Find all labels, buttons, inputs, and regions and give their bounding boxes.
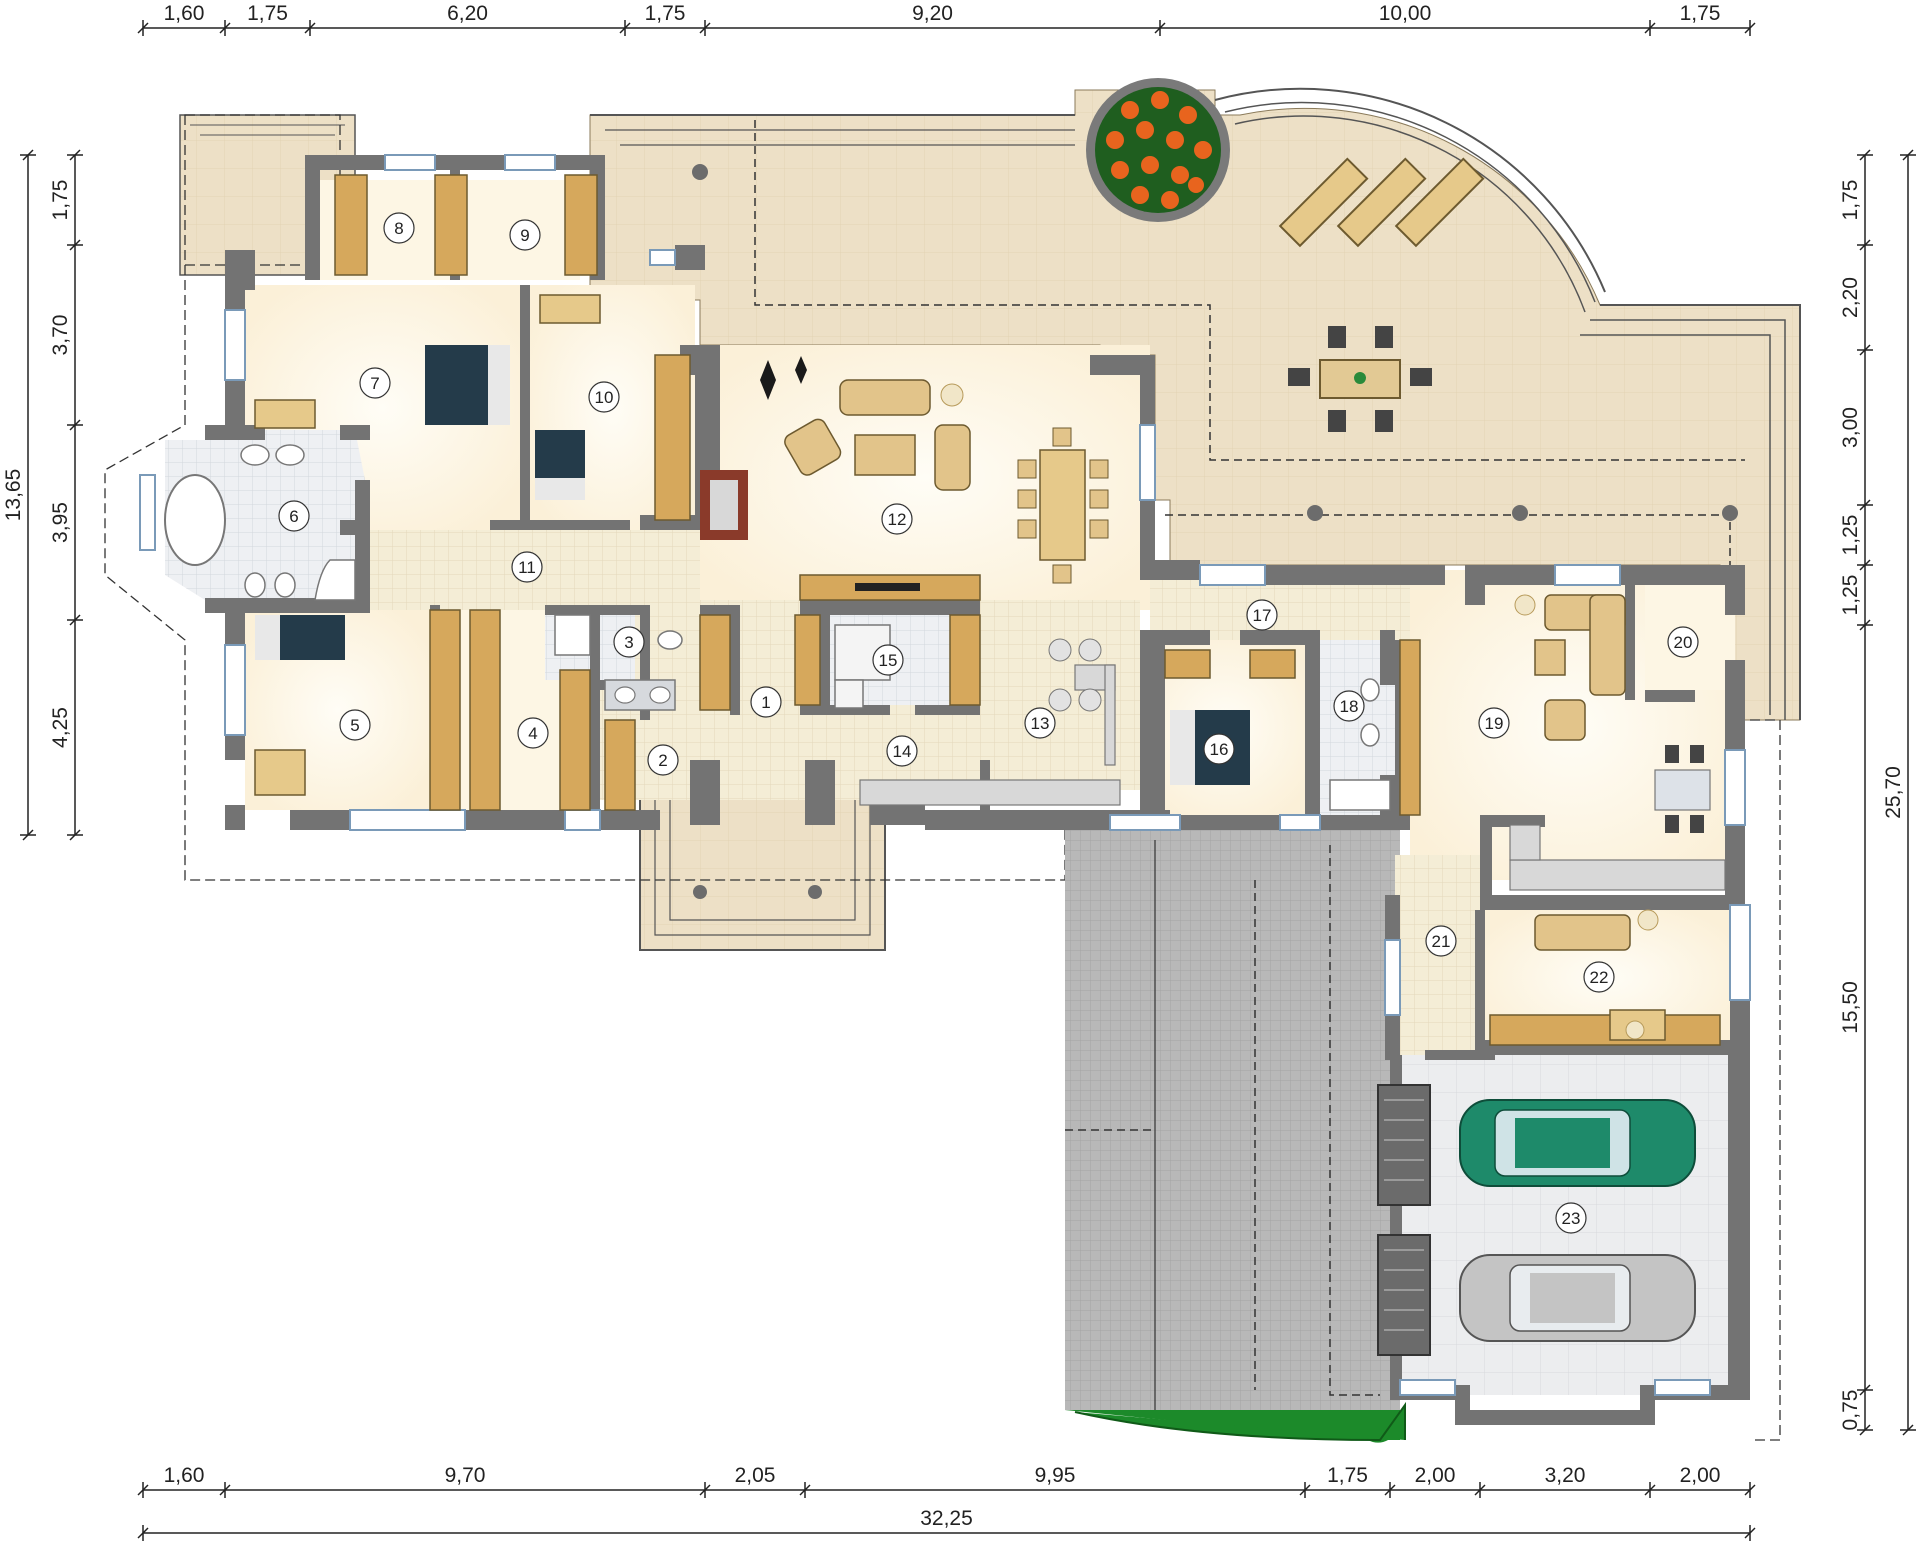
room-number-label: 7 — [370, 374, 379, 393]
windows — [139, 154, 1751, 1396]
dimension-label: 1,60 — [164, 1464, 205, 1487]
room-number-7: 7 — [359, 367, 391, 399]
walls — [205, 155, 1750, 1425]
dimension-label: 2,00 — [1415, 1464, 1456, 1487]
room-number-label: 21 — [1432, 932, 1451, 951]
dimension-label: 1,25 — [1839, 575, 1862, 616]
room-number-label: 18 — [1340, 697, 1359, 716]
room-number-label: 17 — [1253, 606, 1272, 625]
dimension-label: 9,20 — [912, 2, 953, 25]
room-number-label: 13 — [1031, 714, 1050, 733]
room-number-label: 14 — [893, 742, 912, 761]
dimension-label: 6,20 — [447, 2, 488, 25]
dimension-label: 2,00 — [1680, 1464, 1721, 1487]
room-number-label: 4 — [528, 724, 537, 743]
room-number-18: 18 — [1333, 690, 1365, 722]
dimension-label: 0,75 — [1839, 1390, 1862, 1431]
room-number-label: 9 — [520, 226, 529, 245]
room-number-label: 20 — [1674, 633, 1693, 652]
dimension-label: 1,75 — [1839, 180, 1862, 221]
dimension-label: 1,25 — [1839, 515, 1862, 556]
room-number-label: 2 — [658, 751, 667, 770]
room-number-label: 23 — [1562, 1209, 1581, 1228]
dimension-label: 2,05 — [735, 1464, 776, 1487]
dimension-label: 32,25 — [920, 1507, 973, 1530]
dimension-lines — [20, 20, 1916, 1541]
room-number-label: 1 — [761, 693, 770, 712]
dimension-label: 4,25 — [49, 707, 72, 748]
dimension-label: 15,50 — [1839, 981, 1862, 1034]
terrace — [179, 78, 1801, 951]
room-number-label: 15 — [879, 651, 898, 670]
room-number-12: 12 — [881, 503, 913, 535]
dimension-label: 10,00 — [1379, 2, 1432, 25]
dimension-label: 25,70 — [1882, 766, 1905, 819]
room-number-label: 11 — [518, 558, 536, 577]
room-number-1: 1 — [750, 686, 782, 718]
room-number-15: 15 — [872, 644, 904, 676]
room-number-11: 11 — [511, 551, 543, 583]
dimension-label: 3,95 — [49, 502, 72, 543]
room-number-9: 9 — [509, 219, 541, 251]
dimension-label: 13,65 — [2, 469, 25, 522]
dimension-label: 1,75 — [49, 180, 72, 221]
room-number-label: 8 — [394, 219, 403, 238]
room-number-8: 8 — [383, 212, 415, 244]
room-number-label: 19 — [1485, 714, 1504, 733]
room-number-16: 16 — [1203, 733, 1235, 765]
dimension-label: 9,95 — [1035, 1464, 1076, 1487]
room-number-19: 19 — [1478, 707, 1510, 739]
dimension-label: 3,20 — [1545, 1464, 1586, 1487]
room-number-13: 13 — [1024, 707, 1056, 739]
room-number-14: 14 — [886, 735, 918, 767]
room-number-label: 10 — [595, 388, 614, 407]
room-number-2: 2 — [647, 744, 679, 776]
dimension-label: 9,70 — [445, 1464, 486, 1487]
room-number-23: 23 — [1555, 1202, 1587, 1234]
room-number-10: 10 — [588, 381, 620, 413]
dimension-label: 3,00 — [1839, 407, 1862, 448]
car-green — [1459, 1099, 1696, 1187]
room-number-21: 21 — [1425, 925, 1457, 957]
dimension-label: 1,75 — [247, 2, 288, 25]
room-number-label: 12 — [888, 510, 907, 529]
car-silver — [1459, 1254, 1696, 1342]
room-number-label: 16 — [1210, 740, 1229, 759]
dimension-label: 1,75 — [1327, 1464, 1368, 1487]
driveway — [1065, 830, 1406, 1443]
dimension-label: 1,60 — [164, 2, 205, 25]
dimension-label: 1,75 — [1680, 2, 1721, 25]
room-number-label: 6 — [289, 507, 298, 526]
room-number-22: 22 — [1583, 961, 1615, 993]
room-number-label: 5 — [350, 716, 359, 735]
dimension-label: 3,70 — [49, 315, 72, 356]
room-number-6: 6 — [278, 500, 310, 532]
dimension-label: 1,75 — [645, 2, 686, 25]
room-number-20: 20 — [1667, 626, 1699, 658]
dimension-label: 2,20 — [1839, 277, 1862, 318]
room-number-17: 17 — [1246, 599, 1278, 631]
room-number-label: 3 — [624, 633, 633, 652]
room-number-5: 5 — [339, 709, 371, 741]
room-number-3: 3 — [613, 626, 645, 658]
room-number-label: 22 — [1590, 968, 1609, 987]
room-number-4: 4 — [517, 717, 549, 749]
